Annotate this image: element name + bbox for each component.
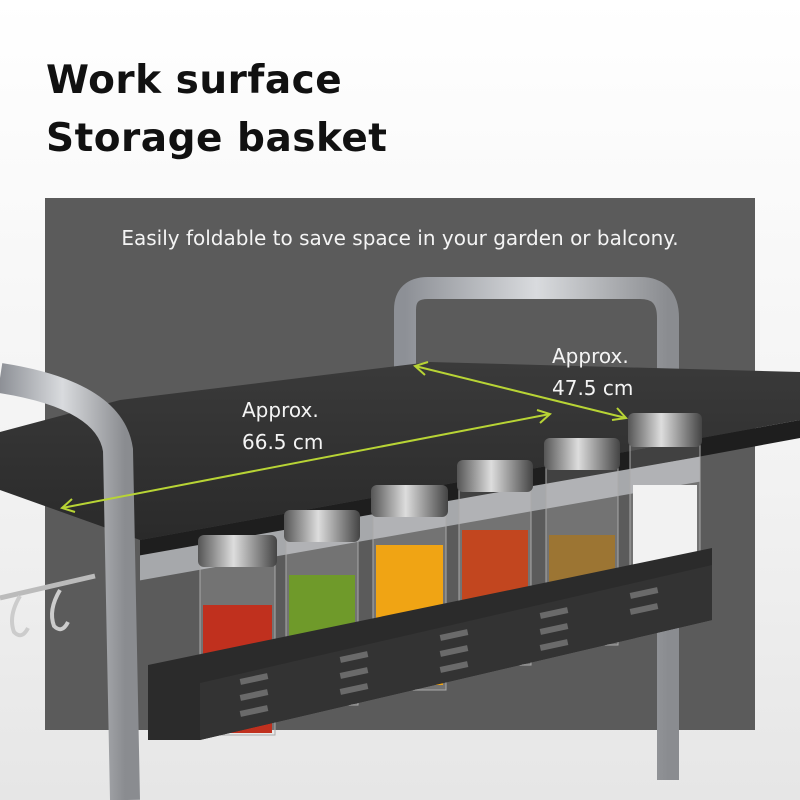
dimension-width-label: Approx. <box>242 398 319 422</box>
heading-line-1: Work surface <box>46 58 343 103</box>
width-line <box>61 413 551 509</box>
hook <box>10 594 30 638</box>
storage-basket <box>148 548 712 740</box>
dimension-width: Approx. 66.5 cm <box>242 394 323 458</box>
caption: Easily foldable to save space in your ga… <box>121 226 679 250</box>
front-handle <box>0 363 140 800</box>
hook <box>50 588 70 632</box>
dimension-depth-value: 47.5 cm <box>552 376 634 400</box>
rear-handle <box>394 277 679 780</box>
measurement-lines <box>60 361 628 513</box>
depth-line <box>414 365 627 419</box>
dimension-depth-label: Approx. <box>552 344 629 368</box>
heading-line-2: Storage basket <box>46 116 388 161</box>
heading: Work surface Storage basket <box>46 52 387 168</box>
dimension-width-value: 66.5 cm <box>242 430 324 454</box>
tabletop <box>0 362 800 540</box>
dimension-depth: Approx. 47.5 cm <box>552 340 633 404</box>
